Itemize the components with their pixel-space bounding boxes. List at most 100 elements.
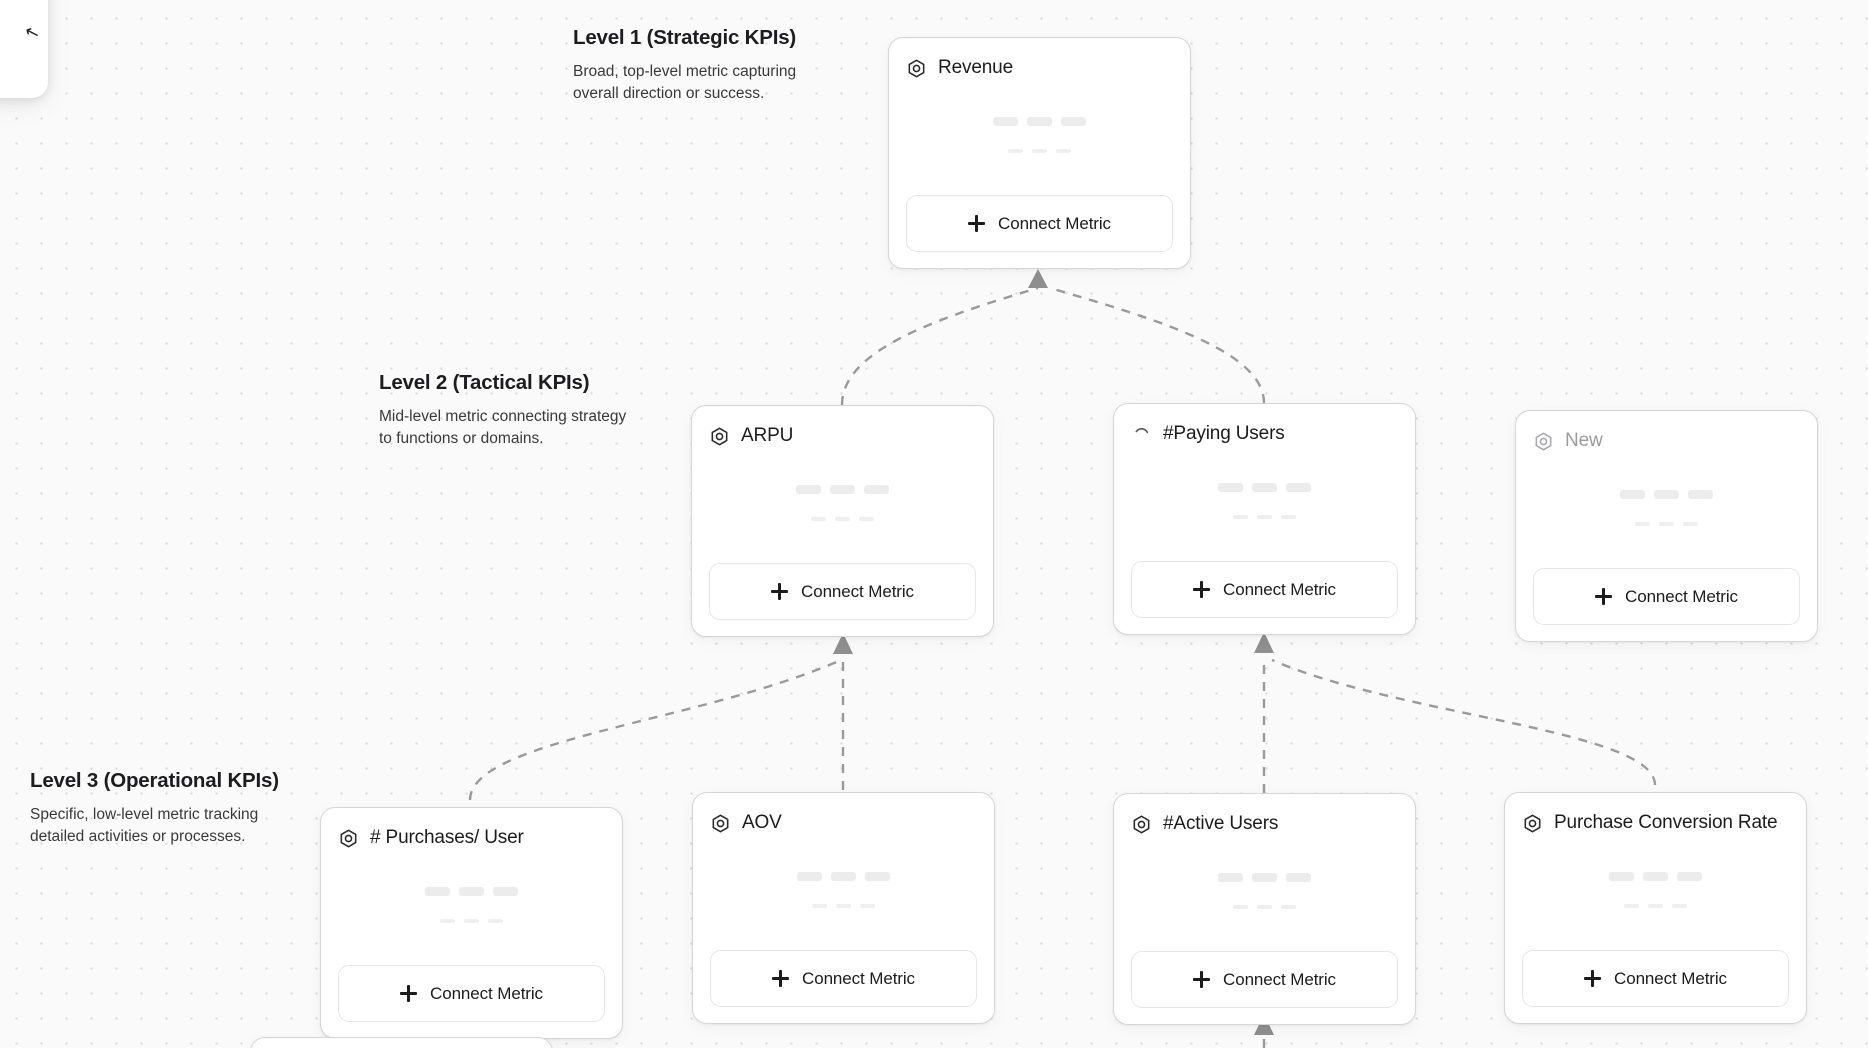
skeleton-bar bbox=[865, 872, 890, 881]
skeleton-row-primary bbox=[993, 117, 1086, 126]
metric-card-title: ARPU bbox=[741, 425, 794, 446]
plus-icon bbox=[1584, 970, 1602, 987]
metric-card-purchases-per-user[interactable]: # Purchases/ User Connect Metric bbox=[320, 807, 623, 1039]
skeleton-bar bbox=[1032, 149, 1047, 153]
skeleton-bar bbox=[811, 517, 826, 521]
plus-icon bbox=[968, 215, 986, 232]
metric-skeleton-placeholder bbox=[338, 851, 605, 965]
skeleton-bar bbox=[1218, 483, 1243, 492]
skeleton-row-secondary bbox=[1008, 149, 1071, 153]
skeleton-bar bbox=[1233, 515, 1248, 519]
connect-metric-button[interactable]: Connect Metric bbox=[1522, 950, 1789, 1007]
skeleton-bar bbox=[835, 517, 850, 521]
metric-card-header: New bbox=[1533, 428, 1800, 454]
skeleton-bar bbox=[1624, 904, 1639, 908]
skeleton-bar bbox=[993, 117, 1018, 126]
connect-metric-button[interactable]: Connect Metric bbox=[710, 950, 977, 1007]
metric-card-header: AOV bbox=[710, 810, 977, 836]
metric-card-title: # Purchases/ User bbox=[370, 827, 524, 848]
connect-metric-button[interactable]: Connect Metric bbox=[1131, 561, 1398, 618]
connect-metric-button[interactable]: Connect Metric bbox=[338, 965, 605, 1022]
level-1-title: Level 1 (Strategic KPIs) bbox=[573, 26, 797, 49]
metric-card-title: Revenue bbox=[938, 57, 1014, 78]
connect-metric-button[interactable]: Connect Metric bbox=[1533, 568, 1800, 625]
skeleton-bar bbox=[812, 904, 827, 908]
metric-card-offscreen-bottom[interactable] bbox=[250, 1037, 553, 1048]
level-label-2: Level 2 (Tactical KPIs) Mid-level metric… bbox=[379, 371, 629, 450]
metric-card-header: Purchase Conversion Rate bbox=[1522, 810, 1789, 836]
skeleton-bar bbox=[797, 872, 822, 881]
skeleton-bar bbox=[836, 904, 851, 908]
connect-metric-label: Connect Metric bbox=[430, 983, 543, 1003]
skeleton-bar bbox=[1609, 872, 1634, 881]
skeleton-bar bbox=[1257, 905, 1272, 909]
skeleton-bar bbox=[1643, 872, 1668, 881]
hexagon-target-icon bbox=[709, 426, 730, 447]
metric-card-purchase-conversion-rate[interactable]: Purchase Conversion Rate Connect Metric bbox=[1504, 792, 1807, 1024]
skeleton-row-primary bbox=[425, 887, 518, 896]
metric-skeleton-placeholder bbox=[1131, 837, 1398, 951]
connect-metric-label: Connect Metric bbox=[801, 581, 914, 601]
skeleton-bar bbox=[1281, 515, 1296, 519]
metric-card-aov[interactable]: AOV Connect Metric bbox=[692, 792, 995, 1024]
skeleton-bar bbox=[864, 485, 889, 494]
metric-card-title: Purchase Conversion Rate bbox=[1554, 812, 1778, 833]
skeleton-bar bbox=[1281, 905, 1296, 909]
skeleton-bar bbox=[1672, 904, 1687, 908]
connect-metric-label: Connect Metric bbox=[1614, 968, 1727, 988]
hexagon-target-icon bbox=[1522, 813, 1543, 834]
connect-metric-button[interactable]: Connect Metric bbox=[709, 563, 976, 620]
connect-metric-button[interactable]: Connect Metric bbox=[906, 195, 1173, 252]
level-2-title: Level 2 (Tactical KPIs) bbox=[379, 371, 590, 394]
metric-skeleton-placeholder bbox=[1131, 447, 1398, 561]
skeleton-row-primary bbox=[1620, 490, 1713, 499]
metric-skeleton-placeholder bbox=[709, 449, 976, 563]
skeleton-bar bbox=[1218, 873, 1243, 882]
cursor-icon: ↖ bbox=[22, 20, 42, 44]
skeleton-bar bbox=[459, 887, 484, 896]
edge-conversion-to-paying-users bbox=[1271, 658, 1657, 786]
skeleton-bar bbox=[1061, 117, 1086, 126]
level-label-3: Level 3 (Operational KPIs) Specific, low… bbox=[30, 769, 280, 848]
skeleton-bar bbox=[1233, 905, 1248, 909]
skeleton-bar bbox=[1056, 149, 1071, 153]
skeleton-bar bbox=[488, 919, 503, 923]
skeleton-bar bbox=[1286, 873, 1311, 882]
connect-metric-label: Connect Metric bbox=[998, 213, 1111, 233]
connect-metric-label: Connect Metric bbox=[1223, 579, 1336, 599]
connect-metric-label: Connect Metric bbox=[802, 968, 915, 988]
metric-card-revenue[interactable]: Revenue Connect Metric bbox=[888, 37, 1191, 269]
skeleton-bar bbox=[1683, 522, 1698, 526]
metric-card-active-users[interactable]: #Active Users Connect Metric bbox=[1113, 793, 1416, 1025]
skeleton-bar bbox=[464, 919, 479, 923]
skeleton-bar bbox=[440, 919, 455, 923]
skeleton-bar bbox=[1252, 483, 1277, 492]
metric-card-title: #Paying Users bbox=[1163, 423, 1285, 444]
plus-icon bbox=[771, 583, 789, 600]
skeleton-bar bbox=[1677, 872, 1702, 881]
edge-paying-users-to-revenue bbox=[1049, 286, 1266, 404]
skeleton-bar bbox=[425, 887, 450, 896]
plus-icon bbox=[1595, 588, 1613, 605]
skeleton-bar bbox=[1620, 490, 1645, 499]
skeleton-bar bbox=[493, 887, 518, 896]
skeleton-bar bbox=[831, 872, 856, 881]
metric-skeleton-placeholder bbox=[1522, 836, 1789, 950]
metric-card-title: #Active Users bbox=[1163, 813, 1279, 834]
metric-card-paying-users[interactable]: #Paying Users Connect Metric bbox=[1113, 403, 1416, 635]
level-3-title: Level 3 (Operational KPIs) bbox=[30, 769, 279, 792]
connect-metric-button[interactable]: Connect Metric bbox=[1131, 951, 1398, 1008]
skeleton-row-secondary bbox=[1233, 515, 1296, 519]
metric-card-new[interactable]: New Connect Metric bbox=[1515, 410, 1818, 642]
skeleton-bar bbox=[1688, 490, 1713, 499]
metric-skeleton-placeholder bbox=[710, 836, 977, 950]
skeleton-bar bbox=[1635, 522, 1650, 526]
floating-corner-panel[interactable]: ↖ bbox=[0, 0, 48, 98]
spinner-icon bbox=[1131, 424, 1152, 445]
metric-card-arpu[interactable]: ARPU Connect Metric bbox=[691, 405, 994, 637]
hexagon-target-icon bbox=[906, 58, 927, 79]
edge-arpu-to-revenue bbox=[840, 286, 1039, 406]
skeleton-bar bbox=[859, 517, 874, 521]
arrowhead-revenue bbox=[1028, 269, 1048, 288]
